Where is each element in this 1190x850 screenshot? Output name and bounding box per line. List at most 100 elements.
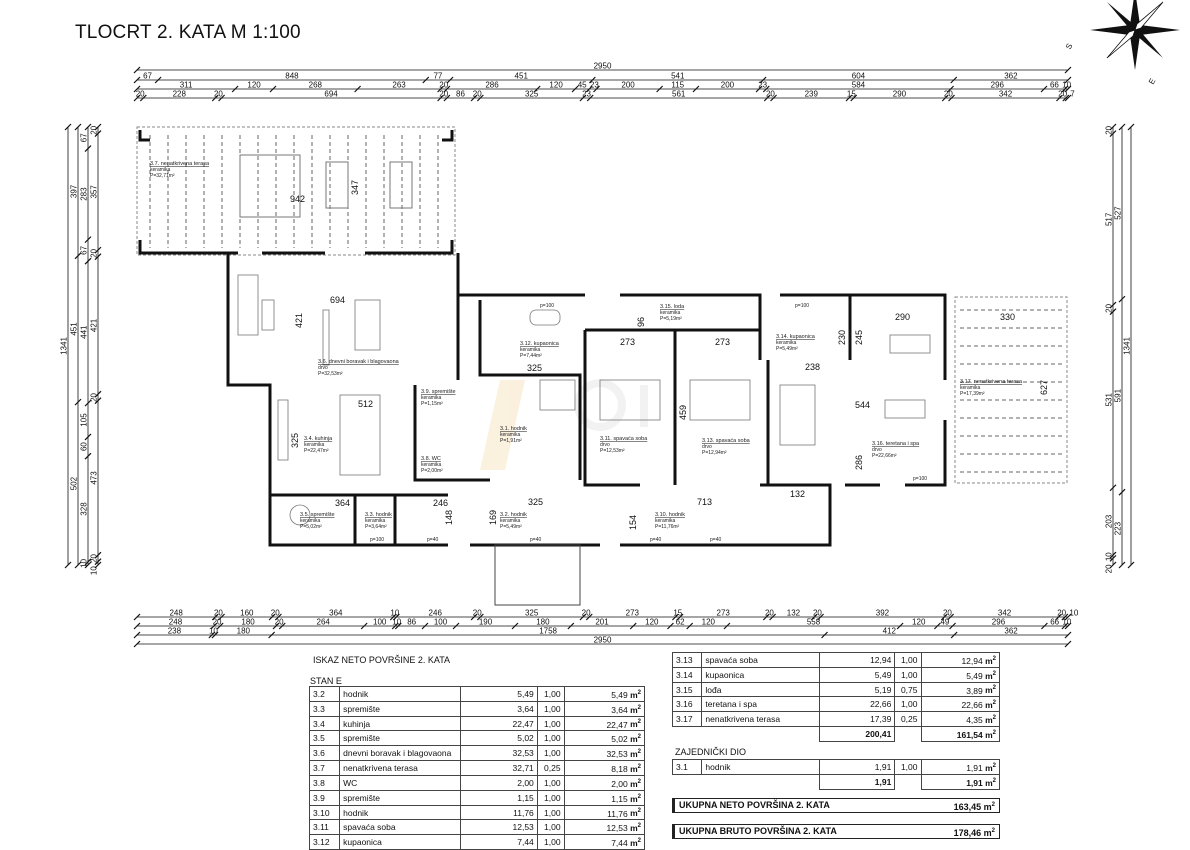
dimension-tick — [1109, 301, 1117, 309]
dim-label: 694 — [330, 295, 345, 305]
dimension-tick — [948, 94, 955, 102]
dimension-tick — [896, 622, 904, 630]
common-area-label: ZAJEDNIČKI DIO — [675, 747, 747, 757]
dimension-value: 20 — [1057, 609, 1066, 618]
dimension-value: 23 — [582, 90, 591, 99]
dimension-tick — [511, 622, 519, 630]
room-no: 3.6 — [308, 745, 341, 762]
dim-label: 459 — [678, 405, 688, 420]
dimension-value: 328 — [80, 502, 89, 516]
total-gross-value: 178,46 — [953, 828, 982, 838]
empty-cell — [702, 774, 820, 789]
dimension-tick — [476, 94, 484, 102]
dim-label: 286 — [854, 455, 864, 470]
room-floor: keramika — [960, 385, 981, 391]
room-floor: keramika — [421, 462, 442, 468]
dimension-value: 132 — [787, 609, 801, 618]
room-area: P=32,53m² — [318, 371, 343, 377]
dimension-value: 591 — [1114, 388, 1123, 402]
dimension-value: 10 — [390, 609, 399, 618]
dimension-value: 397 — [70, 184, 79, 198]
dimension-tick — [94, 123, 102, 131]
dimension-value: 264 — [317, 618, 331, 627]
dimension-tick — [579, 613, 587, 621]
dimension-tick — [533, 85, 541, 93]
dimension-value: 120 — [912, 618, 926, 627]
room-floor: keramika — [520, 347, 541, 353]
dimension-tick — [1109, 554, 1117, 562]
total-net-value: 163,45 — [953, 802, 982, 812]
dimension-tick — [1064, 613, 1072, 621]
total-gross-label: UKUPNA BRUTO POVRŠINA 2. KATA — [679, 826, 837, 836]
dimension-value: 86 — [456, 90, 465, 99]
room-label: 3.17. nenatkrivena terasakeramikaP=17,39… — [960, 379, 1023, 397]
room-name: hodnik — [339, 804, 461, 821]
dimension-value: 203 — [1105, 514, 1114, 528]
room-area: P=17,39m² — [960, 391, 985, 397]
dimension-value: 20 — [473, 90, 482, 99]
dimension-tick — [389, 613, 397, 621]
room-no: 3.14 — [671, 666, 703, 683]
dimension-tick — [84, 123, 92, 131]
dimension-tick — [84, 257, 92, 265]
dimension-tick — [272, 622, 280, 630]
dimension-value: 20 — [582, 609, 591, 618]
room-area: 3,64 — [459, 700, 538, 717]
dimension-value: 848 — [285, 72, 299, 81]
dimension-tick — [84, 236, 92, 244]
dimension-tick — [133, 76, 141, 84]
room-area: 1,91 — [819, 759, 896, 775]
dimension-tick — [470, 613, 478, 621]
room-area: 1,15 — [459, 789, 538, 806]
dimension-tick — [1064, 622, 1072, 630]
room-total: 3,64 m2 — [563, 700, 646, 717]
room-label: 3.6. dnevni boravak i blagovaonadrvoP=32… — [318, 359, 400, 377]
dimension-tick — [723, 622, 731, 630]
dimension-tick — [1055, 613, 1062, 621]
dimension-tick — [950, 76, 958, 84]
dimension-tick — [1062, 94, 1070, 102]
dimension-value: 311 — [180, 81, 193, 90]
terrace-3-17 — [954, 296, 1068, 484]
room-name: 3.2. hodnik — [500, 512, 527, 518]
dimension-value: 246 — [429, 609, 443, 618]
dimension-tick — [452, 622, 460, 630]
room-total: 1,91 m2 — [920, 759, 1000, 775]
dimension-tick — [218, 94, 226, 102]
dimension-value: 2950 — [594, 636, 612, 645]
room-area: 22,66 — [819, 696, 896, 713]
dimension-value: 105 — [80, 413, 89, 427]
dimension-value: 362 — [1004, 72, 1018, 81]
dimension-value: 502 — [70, 476, 79, 490]
room-name: hodnik — [701, 759, 821, 775]
dimension-tick — [762, 613, 770, 621]
dim-label: 230 — [837, 330, 847, 345]
dimension-value: 20 — [944, 90, 953, 99]
room-total: 11,76 m2 — [563, 804, 646, 821]
room-name: 3.7. nenatkrivena terasa — [150, 161, 210, 167]
dimension-value: 23 — [758, 81, 767, 90]
room-area: P=7,44m² — [520, 353, 542, 359]
opening-label: p=100 — [913, 476, 927, 482]
dimension-tick — [216, 622, 224, 630]
dimension-value: 100 — [434, 618, 448, 627]
room-floor: keramika — [776, 340, 797, 346]
dimension-value: 20 — [136, 90, 145, 99]
dimension-value: 342 — [998, 609, 1012, 618]
dimension-tick — [567, 622, 575, 630]
dimension-tick — [133, 94, 141, 102]
dimension-tick — [817, 613, 824, 621]
unit-sup: 2 — [991, 828, 995, 834]
dimension-value: 20 — [943, 609, 952, 618]
dimension-tick — [763, 94, 771, 102]
room-name: nenatkrivena terasa — [339, 760, 461, 776]
